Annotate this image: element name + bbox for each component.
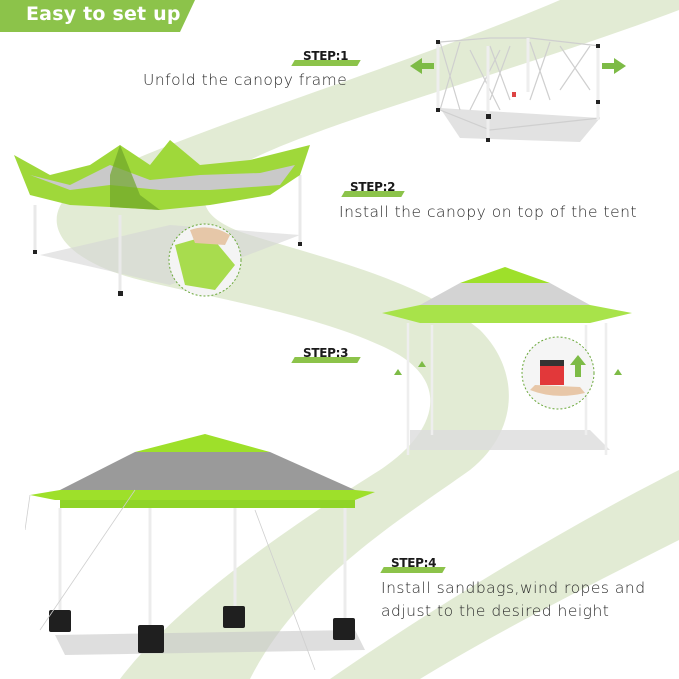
step-2-description: Install the canopy on top of the tent: [339, 203, 638, 221]
up-arrow-icon: [418, 361, 426, 367]
step-4-line-1: Install sandbags,wind ropes and: [381, 579, 646, 597]
up-arrow-icon: [394, 369, 402, 375]
up-arrow-icon: [570, 355, 586, 377]
step-2-label: STEP:2: [350, 180, 396, 194]
step-1-description: Unfold the canopy frame: [143, 71, 348, 89]
banner-shape: [0, 0, 195, 32]
step-1-label: STEP:1: [303, 49, 349, 63]
header-banner: Easy to set up: [0, 0, 195, 32]
step-3-canopy-illustration: [382, 267, 632, 455]
arrow-right-icon: [602, 58, 626, 74]
step-4-canopy-illustration: [25, 434, 375, 670]
step-4-line-2: adjust to the desired height: [381, 602, 610, 620]
step-2-canopy-illustration: [14, 140, 310, 297]
banner-title: Easy to set up: [26, 3, 181, 25]
step-4-label: STEP:4: [391, 556, 437, 570]
step-4-description: Install sandbags,wind ropes and adjust t…: [381, 577, 646, 623]
up-arrow-icon: [614, 369, 622, 375]
step-3-label: STEP:3: [303, 346, 349, 360]
arrow-left-icon: [410, 58, 434, 74]
sandbag-icons: [49, 606, 355, 653]
step-1-frame-illustration: [410, 37, 626, 142]
